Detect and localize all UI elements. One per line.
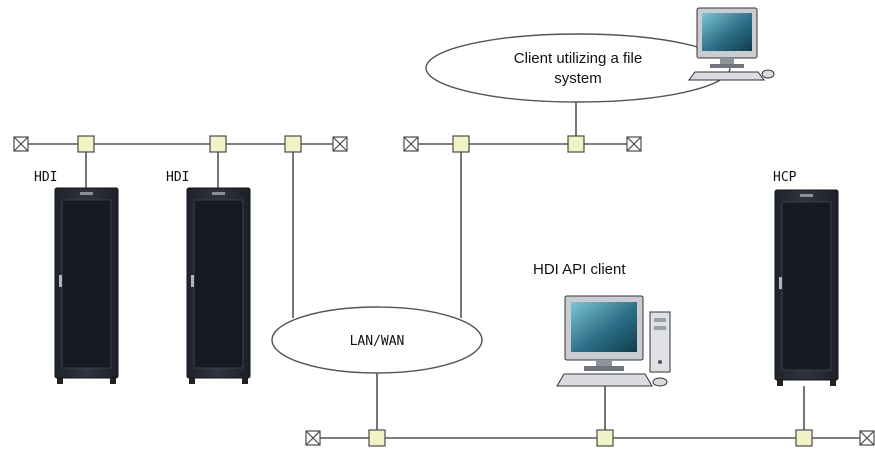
desktop-computer-icon xyxy=(688,7,775,81)
hcp-label: HCP xyxy=(773,170,797,185)
desktop-computer-icon xyxy=(556,295,671,387)
connector-hdi-1 xyxy=(77,135,95,153)
terminator-top-right-end xyxy=(626,136,642,152)
terminator-top-left-end xyxy=(332,136,348,152)
wires xyxy=(22,98,868,439)
server-rack-icon xyxy=(774,189,839,386)
hdi-label-2: HDI xyxy=(166,170,189,185)
fs-client-label-line2: system xyxy=(554,70,602,87)
terminator-bottom-start xyxy=(305,430,321,446)
fs-client-label-line1: Client utilizing a file xyxy=(514,50,642,67)
connector-lan-right xyxy=(452,135,470,153)
fs-client-bubble xyxy=(425,33,731,103)
terminator-top-left-start xyxy=(13,136,29,152)
connector-hdi-2 xyxy=(209,135,227,153)
server-rack-icon xyxy=(54,187,119,384)
api-client-label: HDI API client xyxy=(533,261,626,278)
connector-lan-left xyxy=(284,135,302,153)
terminator-bottom-end xyxy=(859,430,875,446)
connector-fs-client xyxy=(567,135,585,153)
hdi-label-1: HDI xyxy=(34,170,57,185)
lan-wan-label: LAN/WAN xyxy=(350,334,405,349)
connector-hcp xyxy=(795,429,813,447)
server-rack-icon xyxy=(186,187,251,384)
lan-wan-cloud xyxy=(271,306,483,374)
terminator-top-right-start xyxy=(403,136,419,152)
connector-api-client xyxy=(596,429,614,447)
connector-lan-bottom xyxy=(368,429,386,447)
